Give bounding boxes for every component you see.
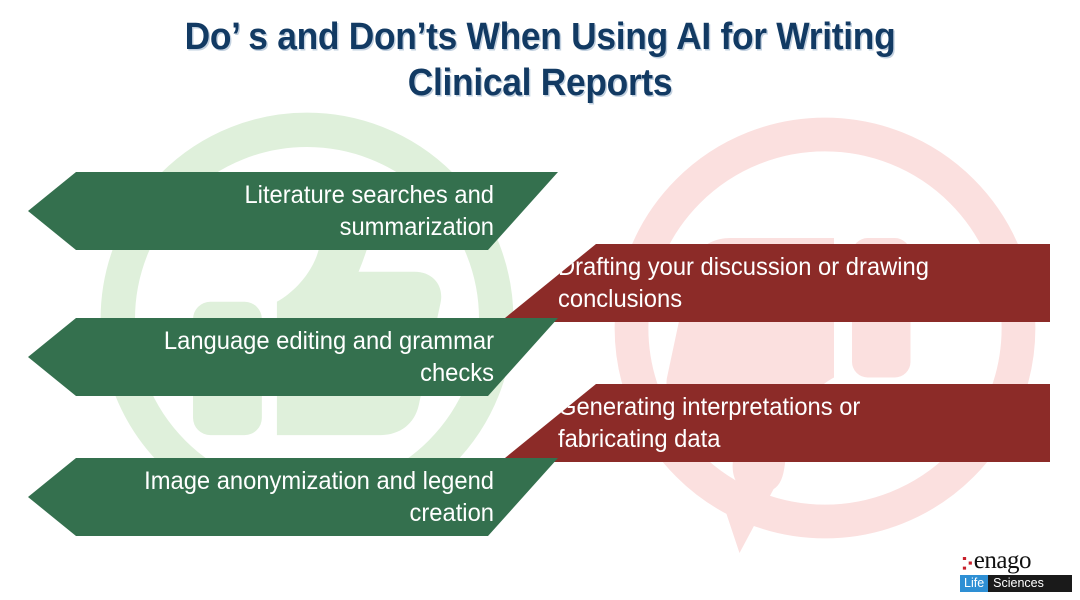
do-bar-1-label: Literature searches and summarization	[244, 181, 494, 241]
do-bar-2-label: Language editing and grammar checks	[163, 327, 494, 387]
enago-logo: ჻ enago Life Sciences	[960, 548, 1072, 592]
do-bar-2: Language editing and grammar checks	[28, 318, 558, 396]
page-title-line-1: Do’ s and Don’ts When Using AI for Writi…	[184, 16, 896, 58]
logo-wordmark: ჻ enago	[960, 547, 1072, 575]
dont-bar-1: Drafting your discussion or drawing conc…	[500, 244, 1050, 322]
dont-bar-1-label: Drafting your discussion or drawing conc…	[558, 253, 929, 313]
logo-tagline: Life Sciences	[960, 575, 1072, 592]
dont-bar-2: Generating interpretations or fabricatin…	[500, 384, 1050, 462]
do-bar-3-label: Image anonymization and legend creation	[144, 467, 494, 527]
page-title: Do’ s and Don’ts When Using AI for Writi…	[0, 14, 1080, 106]
logo-tagline-life: Life	[960, 575, 989, 592]
enago-semicolon-mark-icon: ჻	[962, 549, 973, 575]
dont-bar-2-label: Generating interpretations or fabricatin…	[558, 393, 861, 453]
do-bar-1: Literature searches and summarization	[28, 172, 558, 250]
page-title-line-2: Clinical Reports	[407, 62, 673, 104]
logo-tagline-sciences: Sciences	[988, 575, 1072, 592]
logo-brand-name: enago	[973, 547, 1032, 574]
do-bar-3: Image anonymization and legend creation	[28, 458, 558, 536]
